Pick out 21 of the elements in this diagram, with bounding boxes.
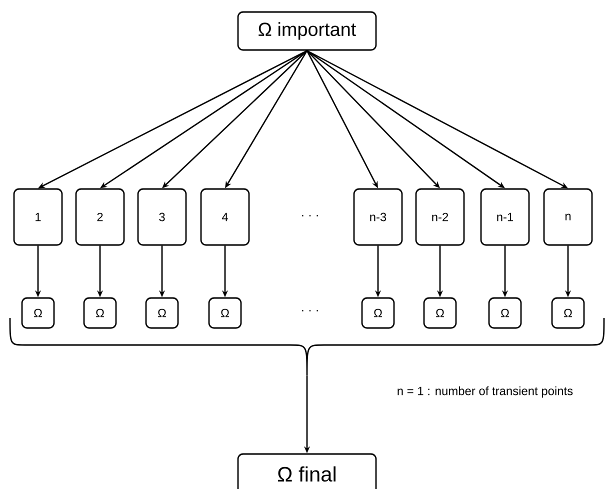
result-box: Ω [83, 297, 117, 329]
ellipsis: · · · [302, 215, 318, 216]
title-box: Ω important [237, 11, 377, 51]
result-box: Ω [488, 297, 522, 329]
step-box: n-1 [480, 188, 530, 246]
step-box: 1 [13, 188, 63, 246]
brace [9, 318, 605, 376]
final-box: Ω final [237, 453, 377, 489]
step-box: 2 [75, 188, 125, 246]
step-box: n-2 [415, 188, 465, 246]
note: n = 1 : number of transient points [398, 386, 573, 398]
step-box: n [543, 188, 593, 246]
result-box: Ω [361, 297, 395, 329]
result-box: Ω [145, 297, 179, 329]
result-box: Ω [551, 297, 585, 329]
result-box: Ω [21, 297, 55, 329]
step-box: 4 [200, 188, 250, 246]
result-box: Ω [423, 297, 457, 329]
step-box: 3 [137, 188, 187, 246]
result-box: Ω [208, 297, 242, 329]
step-box: n-3 [353, 188, 403, 246]
